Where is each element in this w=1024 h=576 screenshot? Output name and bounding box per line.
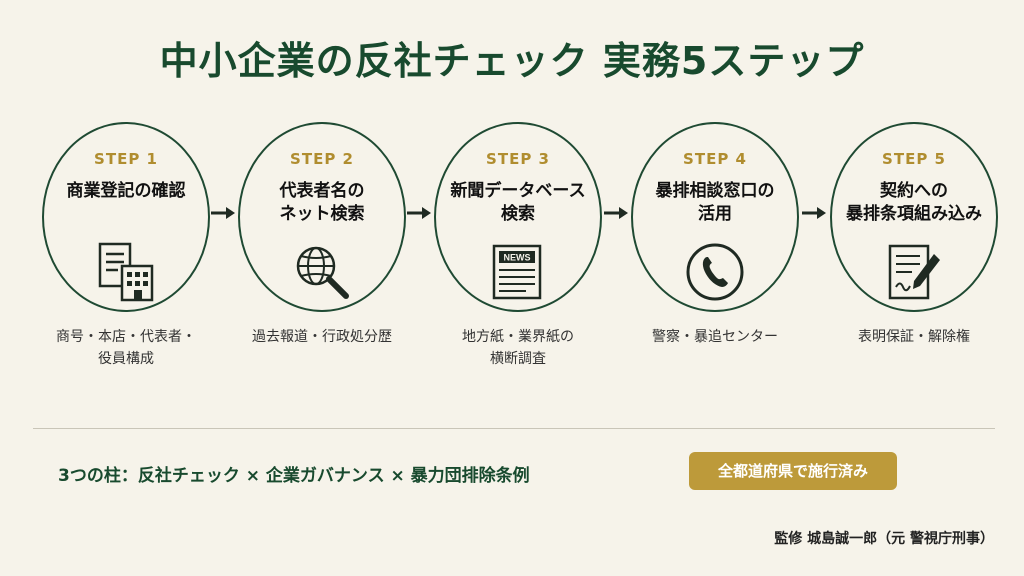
- arrow-right-icon: [407, 207, 431, 219]
- step-1-title: 商業登記の確認: [66, 181, 186, 201]
- supervisor-credit: 監修 城島誠一郎（元 警視庁刑事）: [774, 531, 994, 547]
- page-title: 中小企業の反社チェック 実務5ステップ: [159, 39, 865, 83]
- step-1-description: 商号・本店・代表者・役員構成: [56, 329, 196, 367]
- step-4-title: 暴排相談窓口の活用: [655, 181, 775, 224]
- step-5-circle: STEP 5 契約への暴排条項組み込み: [830, 122, 998, 312]
- step-3-label: STEP 3: [486, 150, 550, 168]
- step-3-circle: STEP 3 新聞データベース検索 NEWS: [434, 122, 602, 312]
- step-3-description: 地方紙・業界紙の横断調査: [462, 329, 574, 367]
- step-4-label: STEP 4: [683, 150, 747, 168]
- step-2-label: STEP 2: [290, 150, 354, 168]
- step-5-description: 表明保証・解除権: [858, 329, 970, 345]
- status-badge: 全都道府県で施行済み: [689, 452, 897, 490]
- step-2-circle: STEP 2 代表者名のネット検索: [238, 122, 406, 312]
- arrow-right-icon: [604, 207, 628, 219]
- contract-signing-icon: [888, 244, 940, 300]
- phone-icon: [686, 243, 744, 301]
- step-1-circle: STEP 1 商業登記の確認: [42, 122, 210, 312]
- step-2-description: 過去報道・行政処分歴: [252, 329, 392, 345]
- divider: [33, 428, 995, 429]
- step-5-label: STEP 5: [882, 150, 946, 168]
- step-5-title: 契約への暴排条項組み込み: [846, 181, 982, 224]
- step-1-label: STEP 1: [94, 150, 158, 168]
- step-2-title: 代表者名のネット検索: [279, 181, 365, 224]
- newspaper-icon: NEWS: [492, 244, 542, 300]
- three-pillars-text: 3つの柱：反社チェック × 企業ガバナンス × 暴力団排除条例: [58, 466, 530, 486]
- arrow-right-icon: [802, 207, 826, 219]
- step-3-title: 新聞データベース検索: [450, 181, 586, 224]
- globe-search-icon: [296, 246, 349, 299]
- step-4-circle: STEP 4 暴排相談窓口の活用: [631, 122, 799, 312]
- arrow-right-icon: [211, 207, 235, 219]
- step-4-description: 警察・暴追センター: [652, 329, 778, 345]
- building-document-icon: [98, 242, 154, 302]
- svg-text:NEWS: NEWS: [504, 253, 531, 263]
